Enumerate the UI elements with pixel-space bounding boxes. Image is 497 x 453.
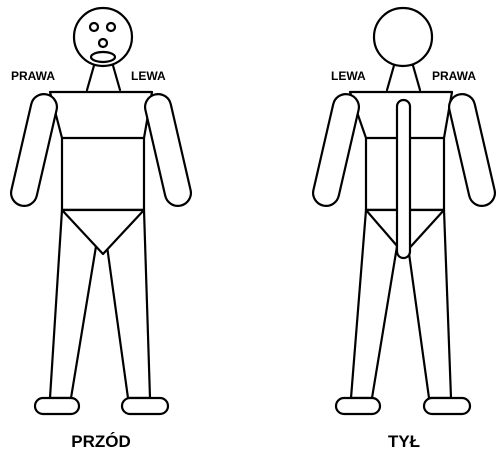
front-caption: PRZÓD (71, 432, 131, 451)
back-label-right: PRAWA (432, 69, 476, 83)
front-nose (99, 39, 107, 47)
front-torso (50, 92, 152, 210)
front-eye-right (107, 23, 115, 31)
front-mouth (91, 52, 115, 62)
front-arm-left-side (143, 92, 194, 209)
front-figure: PRAWA LEWA PRZÓD (9, 8, 194, 451)
back-spine (397, 100, 410, 258)
back-foot-left-side (336, 398, 380, 414)
front-arm-right-side (9, 92, 60, 209)
back-neck-left (387, 62, 395, 90)
back-caption: TYŁ (388, 432, 420, 451)
front-neck-left (87, 62, 95, 90)
back-arm-right-side (447, 92, 497, 209)
front-foot-left-side (122, 398, 168, 414)
back-neck-right (412, 62, 420, 90)
front-foot-right-side (35, 398, 79, 414)
front-neck-right (112, 62, 120, 90)
back-label-left: LEWA (331, 69, 366, 83)
front-label-right: LEWA (131, 69, 166, 83)
front-eye-left (90, 23, 98, 31)
back-foot-right-side (424, 398, 470, 414)
back-figure: LEWA PRAWA TYŁ (311, 8, 497, 451)
back-arm-left-side (311, 92, 362, 209)
back-head (374, 8, 432, 66)
front-label-left: PRAWA (11, 69, 55, 83)
